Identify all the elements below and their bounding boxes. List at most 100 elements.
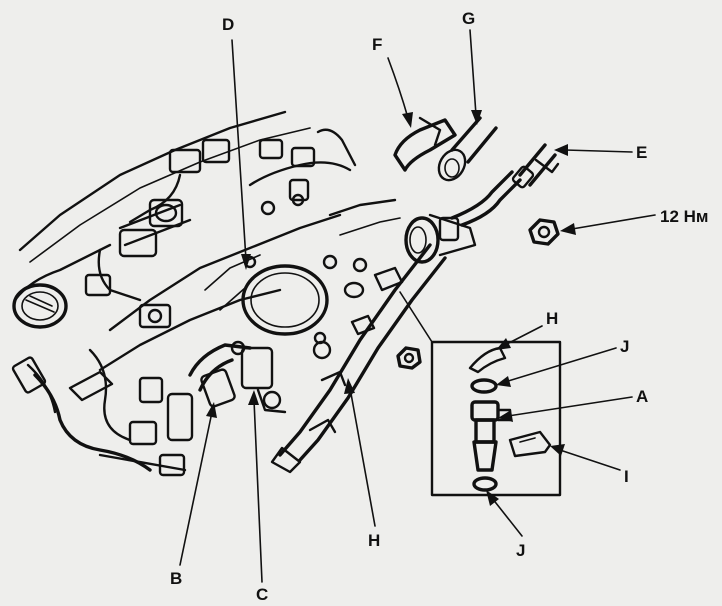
leader-a bbox=[507, 396, 633, 417]
arrow-torque bbox=[560, 223, 576, 235]
lower-connector-3 bbox=[128, 420, 158, 446]
upper-rail-edge bbox=[328, 198, 397, 217]
fuel-rail-injector-seat-1 bbox=[373, 266, 404, 292]
return-hose bbox=[460, 178, 522, 227]
fuel-hose-fitting bbox=[240, 346, 274, 390]
oil-filler-cap bbox=[12, 283, 68, 329]
pressure-regulator bbox=[404, 213, 477, 264]
injector-body bbox=[474, 418, 496, 444]
fuel-hose-b-lower bbox=[198, 358, 234, 392]
fuel-rail-bracket-1 bbox=[308, 418, 337, 434]
leader-f bbox=[387, 57, 409, 119]
label-g: G bbox=[462, 9, 475, 28]
leader-c bbox=[253, 399, 263, 583]
label-i: I bbox=[624, 467, 629, 486]
label-b: B bbox=[170, 569, 182, 588]
plenum-bolt-2 bbox=[322, 254, 338, 270]
label-torque: 12 Нм bbox=[660, 207, 709, 226]
leader-arrows bbox=[179, 29, 656, 583]
injector-top bbox=[470, 400, 500, 422]
o-ring-lower bbox=[472, 476, 498, 492]
label-c: C bbox=[256, 585, 268, 604]
cushion-ring bbox=[468, 346, 507, 374]
fuel-rail-mount-bolt bbox=[312, 340, 332, 360]
detail-frame bbox=[430, 340, 562, 497]
leader-j-top bbox=[504, 347, 617, 383]
upper-injector-connectors bbox=[248, 128, 357, 216]
arrow-d bbox=[241, 254, 251, 270]
label-a: A bbox=[636, 387, 648, 406]
o-ring-upper bbox=[470, 378, 498, 394]
engine-lower-edge bbox=[13, 243, 112, 302]
leader-j-bottom bbox=[491, 497, 523, 537]
manifold-ribs bbox=[204, 254, 261, 311]
arrow-j-bottom bbox=[486, 490, 499, 506]
fuel-hose-b-upper bbox=[188, 343, 252, 377]
leader-h-bottom bbox=[349, 387, 376, 527]
return-hose-inner bbox=[450, 170, 514, 220]
injector-detail bbox=[399, 291, 562, 497]
hose-e bbox=[511, 143, 560, 189]
fuel-rail-bracket-2 bbox=[320, 370, 347, 387]
manifold-mid-edge bbox=[98, 288, 282, 372]
fuel-rail-end-cap bbox=[270, 446, 302, 474]
lower-connector-4 bbox=[158, 453, 186, 477]
oil-filler-cap-inner bbox=[21, 291, 59, 321]
plenum-opening bbox=[241, 264, 329, 336]
harness-clip bbox=[68, 370, 114, 402]
label-j-top: J bbox=[620, 337, 629, 356]
fuel-hose-assembly bbox=[188, 343, 287, 414]
fuel-hose-c-clip bbox=[256, 388, 287, 414]
hose-g bbox=[437, 116, 498, 182]
fuel-rail bbox=[270, 243, 447, 474]
arrow-h-bottom bbox=[344, 378, 355, 394]
arrow-a bbox=[498, 410, 513, 422]
hose-e-clamp bbox=[534, 158, 560, 174]
ignition-coil-3 bbox=[84, 228, 158, 302]
leader-d bbox=[231, 39, 247, 261]
fuel-hose-c-nut bbox=[262, 390, 282, 410]
injector-nozzle bbox=[472, 440, 498, 472]
arrow-g bbox=[471, 110, 482, 125]
arrow-c bbox=[248, 390, 259, 405]
label-d: D bbox=[222, 15, 234, 34]
label-h-bottom: H bbox=[368, 531, 380, 550]
arrow-f bbox=[402, 112, 413, 128]
leader-g bbox=[469, 29, 477, 116]
pressure-regulator-bracket bbox=[428, 213, 477, 257]
arrow-e bbox=[554, 144, 568, 156]
engine-block bbox=[11, 110, 401, 477]
label-h-top: H bbox=[546, 309, 558, 328]
upper-rail-edge-2 bbox=[339, 217, 401, 236]
pressure-regulator-fitting bbox=[438, 216, 460, 242]
rail-bolt bbox=[352, 257, 368, 273]
plenum-opening-inner bbox=[250, 272, 320, 328]
harness-connector-1 bbox=[11, 356, 47, 394]
injector-clip bbox=[508, 430, 552, 458]
label-e: E bbox=[636, 143, 647, 162]
harness-lower-line bbox=[98, 453, 187, 472]
pressure-regulator-body bbox=[404, 216, 440, 264]
hose-f bbox=[393, 116, 457, 172]
arrow-h-top bbox=[496, 338, 511, 350]
leader-i bbox=[559, 449, 621, 471]
fuel-rail-back-edge bbox=[298, 256, 447, 462]
leader-h-top bbox=[504, 325, 543, 346]
arrow-i bbox=[550, 444, 565, 456]
ignition-coil-2 bbox=[118, 198, 192, 247]
arrow-j-top bbox=[496, 376, 511, 387]
callout-labels: D F G E 12 Нм H J A I J H B C bbox=[170, 9, 709, 604]
nut-12nm bbox=[528, 218, 560, 246]
wiring-harness-upper bbox=[88, 348, 132, 442]
wiring-harness-branch bbox=[26, 363, 57, 414]
label-f: F bbox=[372, 35, 382, 54]
oil-filler-cap-grip bbox=[25, 295, 55, 313]
lower-connector-2 bbox=[166, 392, 194, 442]
leader-e bbox=[564, 149, 633, 153]
ignition-coil-4 bbox=[138, 303, 172, 329]
leader-torque bbox=[571, 214, 656, 230]
engine-head-edge-inner bbox=[29, 127, 311, 263]
fuel-rail-injector-seat-2 bbox=[350, 314, 376, 336]
